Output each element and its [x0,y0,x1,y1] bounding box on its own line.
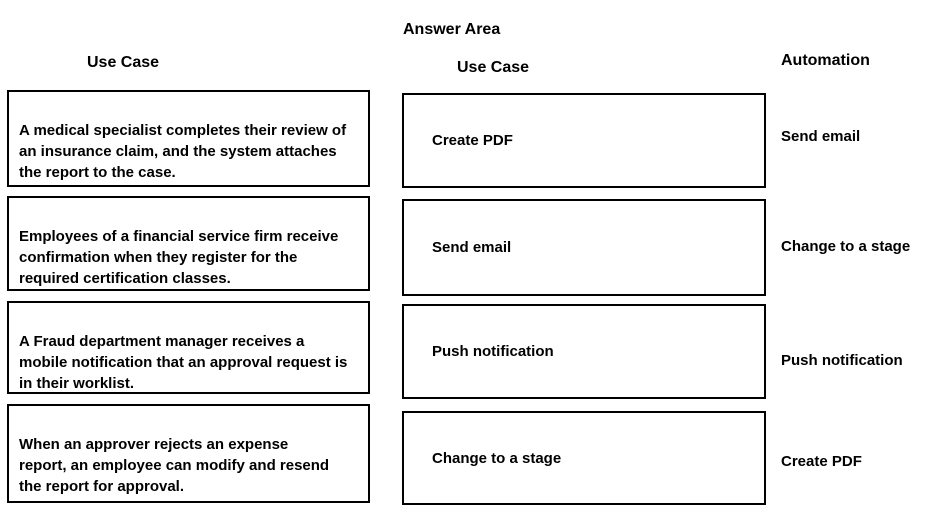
use-case-column-header: Use Case [87,54,160,71]
use-case-description-text: Employees of a financial service firm re… [19,228,339,287]
use-case-description-box: When an approver rejects an expense repo… [7,404,370,503]
answer-slot-box[interactable]: Change to a stage [402,411,766,505]
automation-option[interactable]: Change to a stage [781,238,911,255]
automation-option[interactable]: Create PDF [781,453,862,470]
answer-slot-value: Send email [432,239,512,256]
answer-area-title: Answer Area [403,21,501,38]
answer-slot-box[interactable]: Send email [402,199,766,296]
automation-option[interactable]: Send email [781,128,861,145]
answer-slot-box[interactable]: Push notification [402,304,766,399]
answer-use-case-column-header: Use Case [457,59,530,76]
use-case-description-text: A medical specialist completes their rev… [19,122,347,181]
use-case-description-box: A medical specialist completes their rev… [7,90,370,187]
automation-option[interactable]: Push notification [781,352,903,369]
automation-column-header: Automation [781,52,870,69]
answer-slot-value: Change to a stage [432,449,562,467]
use-case-description-box: Employees of a financial service firm re… [7,196,370,291]
answer-slot-value: Push notification [432,343,554,360]
use-case-description-box: A Fraud department manager receives a mo… [7,301,370,394]
answer-slot-box[interactable]: Create PDF [402,93,766,188]
use-case-description-text: When an approver rejects an expense repo… [19,436,330,495]
answer-slot-value: Create PDF [432,132,513,149]
use-case-description-text: A Fraud department manager receives a mo… [19,333,348,392]
